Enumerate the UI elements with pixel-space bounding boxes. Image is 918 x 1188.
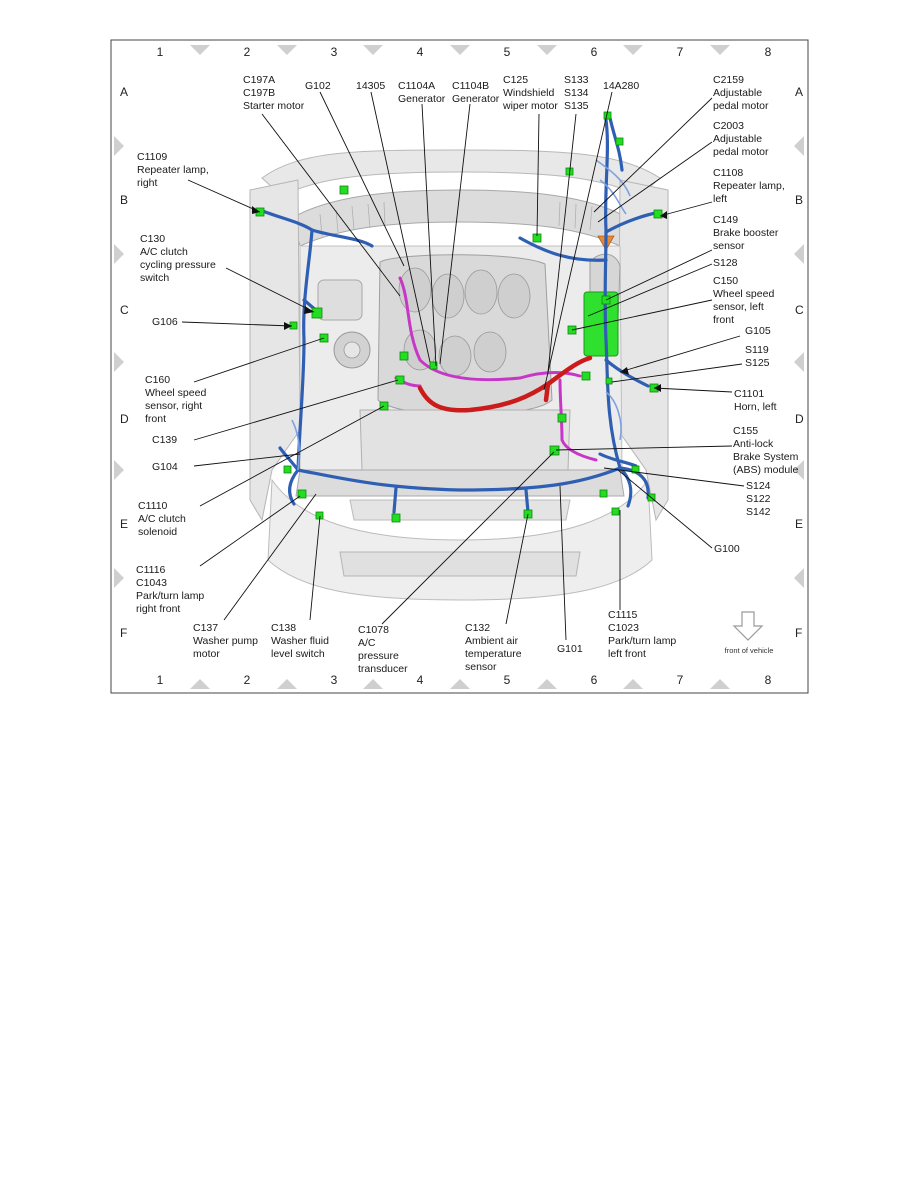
label-c139: C139: [152, 434, 177, 446]
label-c130: C130 A/C clutch cycling pressure switch: [140, 233, 219, 284]
grid-row-right: A: [795, 85, 803, 99]
front-grille: [339, 551, 581, 577]
label-s133: S133 S134 S135: [564, 74, 591, 112]
grid-col-bottom: 4: [417, 673, 424, 687]
label-g104: G104: [152, 461, 178, 473]
label-s128: S128: [713, 257, 738, 269]
grid-col-top: 1: [157, 45, 164, 59]
grid-markers: [114, 45, 804, 689]
ac-accumulator: [317, 279, 363, 321]
label-14305: 14305: [356, 80, 385, 92]
grid-col-bottom: 6: [591, 673, 598, 687]
grid-row-right: F: [795, 626, 802, 640]
label-c1104b: C1104B Generator: [452, 80, 500, 105]
label-c2159: C2159 Adjustable pedal motor: [713, 74, 769, 112]
grid-row-left: D: [120, 412, 129, 426]
grid-row-right: C: [795, 303, 804, 317]
down-arrow-icon: [732, 611, 764, 641]
grid-row-right: D: [795, 412, 804, 426]
grid-row-left: C: [120, 303, 129, 317]
grid-row-left: A: [120, 85, 128, 99]
label-c137: C137 Washer pump motor: [193, 622, 261, 660]
vehicle-illustration: [249, 149, 669, 601]
label-c1109: C1109 Repeater lamp, right: [137, 151, 212, 189]
leader-lines: [181, 91, 745, 641]
grid-col-top: 8: [765, 45, 772, 59]
grid-col-bottom: 8: [765, 673, 772, 687]
label-c1108: C1108 Repeater lamp, left: [713, 167, 788, 205]
label-c1078: C1078 A/C pressure transducer: [358, 624, 408, 675]
label-c160: C160 Wheel speed sensor, right front: [145, 374, 209, 425]
label-g100: G100: [714, 543, 740, 555]
harness-blue-light: [291, 159, 631, 471]
fender-right-side: [249, 179, 301, 522]
label-c2003: C2003 Adjustable pedal motor: [713, 120, 769, 158]
radiator-support: [295, 469, 625, 497]
grid-row-right: E: [795, 517, 803, 531]
label-c150: C150 Wheel speed sensor, left front: [713, 275, 777, 326]
grid-labels: 1 2 3 4 5 6 7 8 1 2 3 4 5 6 7 8 A B C D …: [120, 45, 804, 687]
label-c1115: C1115 C1023 Park/turn lamp left front: [608, 609, 679, 660]
label-g106: G106: [152, 316, 178, 328]
harness-red: [417, 355, 593, 413]
grid-col-top: 6: [591, 45, 598, 59]
grid-col-bottom: 3: [331, 673, 338, 687]
grid-col-bottom: 7: [677, 673, 684, 687]
harness-blue: [258, 116, 662, 514]
label-g105: G105: [745, 325, 771, 337]
grid-col-top: 5: [504, 45, 511, 59]
label-c149: C149 Brake booster sensor: [713, 214, 781, 252]
label-c155: C155 Anti-lock Brake System (ABS) module: [733, 425, 801, 476]
label-14a280: 14A280: [603, 80, 639, 92]
grid-col-top: 4: [417, 45, 424, 59]
label-s119: S119 S125: [745, 344, 772, 369]
grid-col-top: 3: [331, 45, 338, 59]
label-c132: C132 Ambient air temperature sensor: [465, 622, 525, 673]
leader-arrowheads: [252, 206, 667, 392]
label-g101: G101: [557, 643, 583, 655]
label-c1101: C1101 Horn, left: [734, 388, 777, 413]
grid-row-left: B: [120, 193, 128, 207]
component-labels: C197A C197B Starter motor G102 14305 C11…: [136, 74, 801, 675]
front-of-vehicle-indicator: front of vehicle: [725, 611, 774, 655]
grid-col-top: 2: [244, 45, 251, 59]
label-c197: C197A C197B Starter motor: [243, 74, 305, 112]
front-of-vehicle-label: front of vehicle: [725, 646, 774, 655]
label-c138: C138 Washer fluid level switch: [271, 622, 332, 660]
grid-row-left: F: [120, 626, 127, 640]
grid-col-bottom: 5: [504, 673, 511, 687]
grid-row-right: B: [795, 193, 803, 207]
grid-col-top: 7: [677, 45, 684, 59]
label-c1116: C1116 C1043 Park/turn lamp right front: [136, 564, 207, 615]
label-c125: C125 Windshield wiper motor: [502, 74, 558, 112]
grid-col-bottom: 1: [157, 673, 164, 687]
label-g102: G102: [305, 80, 331, 92]
label-c1110: C1110 A/C clutch solenoid: [138, 500, 189, 538]
label-s124: S124 S122 S142: [746, 480, 773, 518]
grid-row-left: E: [120, 517, 128, 531]
grid-col-bottom: 2: [244, 673, 251, 687]
label-c1104a: C1104A Generator: [398, 80, 446, 105]
